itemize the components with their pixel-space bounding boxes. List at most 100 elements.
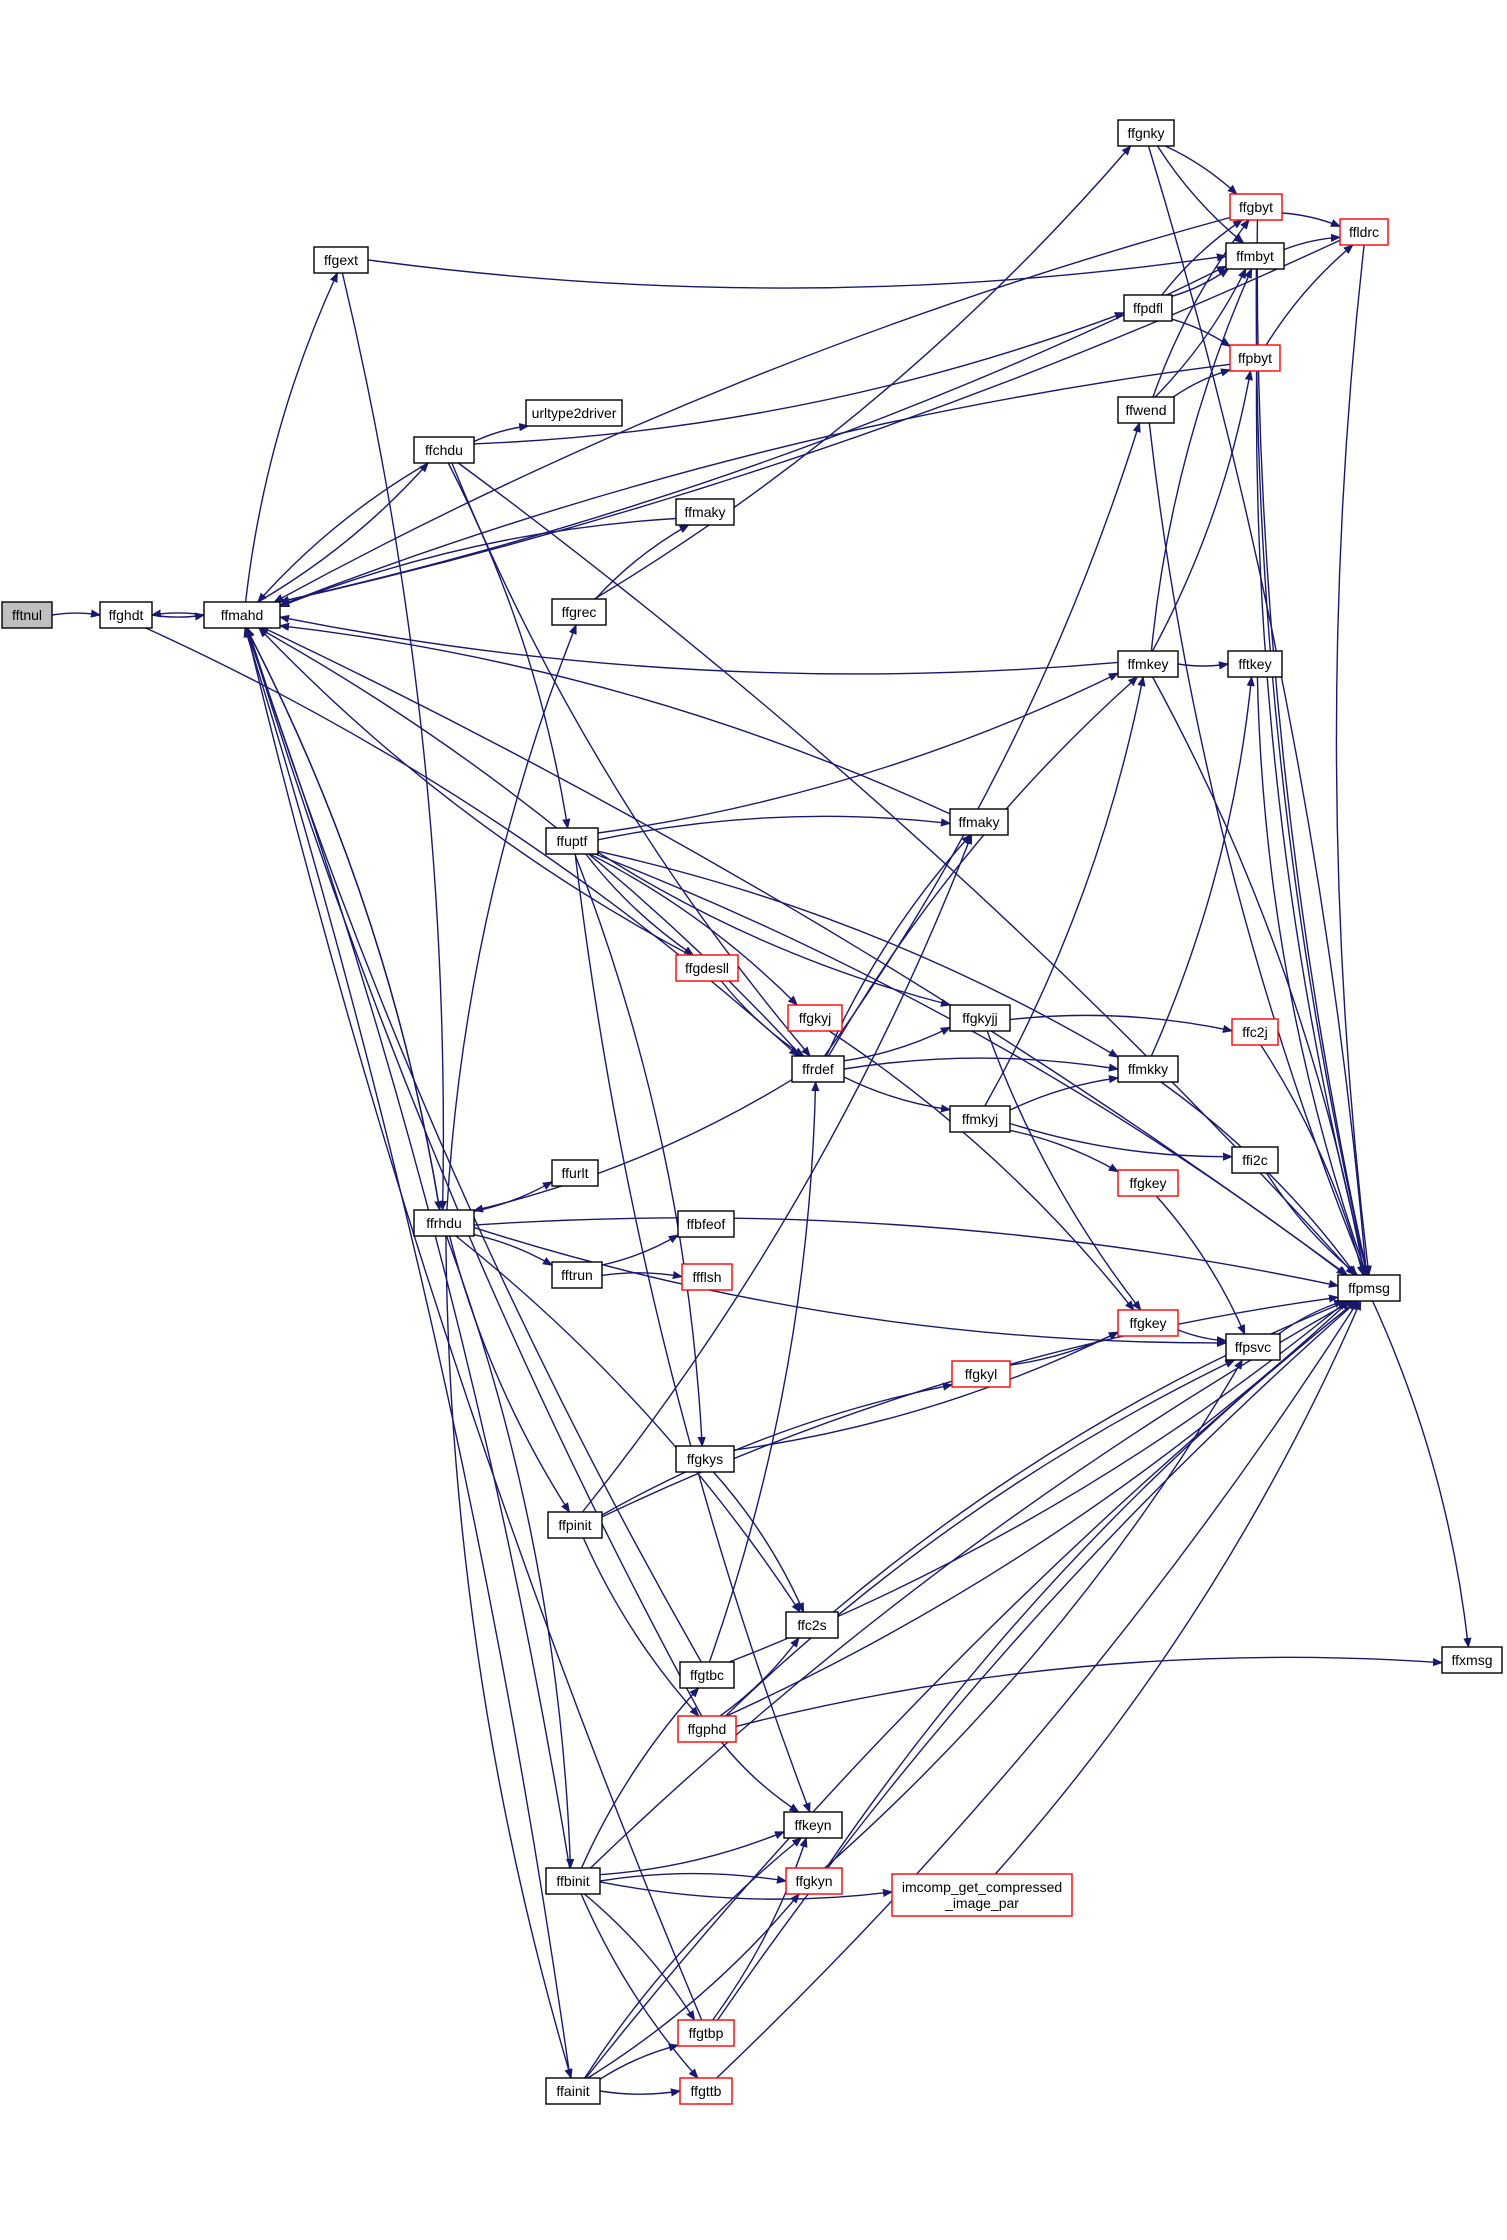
node-ffmkey[interactable]: ffmkey — [1117, 650, 1179, 678]
node-ffchdu[interactable]: ffchdu — [413, 436, 475, 464]
node-ffkeyn[interactable]: ffkeyn — [783, 1811, 843, 1839]
node-box — [675, 954, 739, 982]
node-fftrun[interactable]: fftrun — [551, 1261, 603, 1289]
node-fftnul[interactable]: fftnul — [1, 601, 53, 629]
node-label: ffpinit — [558, 1517, 591, 1533]
edge-ffuptf-to-ffgkyj — [589, 853, 797, 1005]
node-ffrhdu[interactable]: ffrhdu — [413, 1209, 475, 1237]
node-ffgbyt[interactable]: ffgbyt — [1229, 193, 1283, 221]
node-label: ffgttb — [691, 2083, 722, 2099]
node-ffpmsg[interactable]: ffpmsg — [1337, 1274, 1401, 1302]
edge-ffgtbc-to-ffrdef — [708, 1082, 815, 1663]
node-ffmaky2[interactable]: ffmaky — [949, 808, 1009, 836]
node-ffldrc[interactable]: ffldrc — [1339, 218, 1389, 246]
node-ffainit[interactable]: ffainit — [545, 2077, 601, 2105]
node-ffgphd[interactable]: ffgphd — [677, 1715, 737, 1743]
edge-ffbinit-to-ffgtbp — [583, 1893, 694, 2020]
node-label: ffmkyj — [962, 1111, 998, 1127]
node-ffgnky[interactable]: ffgnky — [1117, 119, 1175, 147]
node-ffpdfl[interactable]: ffpdfl — [1123, 294, 1173, 322]
edge-ffldrc-to-ffmahd — [280, 239, 1341, 602]
node-ffflsh[interactable]: ffflsh — [681, 1263, 733, 1291]
node-label: ffgnky — [1127, 125, 1164, 141]
node-ffrdef[interactable]: ffrdef — [791, 1055, 845, 1083]
edge-ffgrec-to-ffgnky — [594, 146, 1130, 600]
node-ffgttb[interactable]: ffgttb — [679, 2077, 733, 2105]
node-label: ffgkyl — [965, 1366, 997, 1382]
node-box — [675, 498, 735, 526]
node-ffpinit[interactable]: ffpinit — [547, 1511, 603, 1539]
edge-ffmbyt-to-ffpmsg — [1255, 268, 1367, 1275]
node-ffbinit[interactable]: ffbinit — [545, 1867, 601, 1895]
edge-ffrdef-to-ffrhdu — [474, 1079, 793, 1211]
node-ffgkyjj[interactable]: ffgkyjj — [949, 1004, 1011, 1032]
edge-ffainit-to-ffgkyn — [587, 1894, 799, 2079]
node-ffc2j[interactable]: ffc2j — [1231, 1018, 1279, 1046]
node-box — [677, 1715, 737, 1743]
node-box — [1231, 1146, 1279, 1174]
node-ffgtbc[interactable]: ffgtbc — [679, 1661, 735, 1689]
node-label: ffgdesll — [685, 960, 729, 976]
node-ffxmsg[interactable]: ffxmsg — [1441, 1646, 1503, 1674]
edge-ffpbyt-to-ffmahd — [280, 363, 1231, 607]
node-ffmahd[interactable]: ffmahd — [203, 601, 281, 629]
node-ffurlt[interactable]: ffurlt — [551, 1159, 599, 1187]
node-ffpbyt[interactable]: ffpbyt — [1229, 344, 1281, 372]
edge-ffrdef-to-ffmkky — [843, 1057, 1118, 1069]
node-ffgkey1[interactable]: ffgkey — [1117, 1169, 1179, 1197]
node-ffgkyj[interactable]: ffgkyj — [787, 1004, 843, 1032]
node-ffc2s[interactable]: ffc2s — [785, 1611, 839, 1639]
node-box — [99, 601, 153, 629]
node-label: ffpsvc — [1235, 1339, 1271, 1355]
node-ffi2c[interactable]: ffi2c — [1231, 1146, 1279, 1174]
node-ffghdt[interactable]: ffghdt — [99, 601, 153, 629]
node-ffuptf[interactable]: ffuptf — [545, 827, 599, 855]
node-ffmbyt[interactable]: ffmbyt — [1225, 242, 1285, 270]
node-ffgdesll[interactable]: ffgdesll — [675, 954, 739, 982]
node-fftkey[interactable]: fftkey — [1227, 650, 1283, 678]
edge-ffgkyl-to-ffgkey2 — [1009, 1331, 1118, 1366]
node-ffpsvc[interactable]: ffpsvc — [1225, 1333, 1281, 1361]
node-box — [791, 1055, 845, 1083]
node-label: ffrhdu — [426, 1215, 462, 1231]
edge-ffwend-to-ffpbyt — [1172, 370, 1230, 398]
node-label: ffbinit — [556, 1873, 589, 1889]
node-ffgtbp[interactable]: ffgtbp — [677, 2019, 735, 2047]
node-ffgkyl[interactable]: ffgkyl — [951, 1360, 1011, 1388]
edge-ffmaky1-to-ffmahd — [280, 517, 677, 608]
node-ffgext[interactable]: ffgext — [313, 246, 369, 274]
node-label: ffi2c — [1242, 1152, 1267, 1168]
node-imcomp[interactable]: imcomp_get_compressed_image_par — [891, 1873, 1073, 1917]
node-ffgkys[interactable]: ffgkys — [675, 1445, 735, 1473]
node-label: ffldrc — [1349, 224, 1379, 240]
node-box — [679, 1661, 735, 1689]
node-ffbfeof[interactable]: ffbfeof — [677, 1210, 735, 1238]
edge-ffgtbc-to-ffmahd — [248, 628, 702, 1663]
node-label: ffpbyt — [1238, 350, 1272, 366]
node-ffmkky[interactable]: ffmkky — [1117, 1055, 1179, 1083]
node-urltype2driver[interactable]: urltype2driver — [525, 399, 623, 427]
edge-ffgttb-to-ffpmsg — [716, 1301, 1359, 2079]
node-ffmkyj[interactable]: ffmkyj — [949, 1105, 1011, 1133]
node-ffwend[interactable]: ffwend — [1117, 396, 1175, 424]
node-box — [1117, 119, 1175, 147]
node-label: ffgkys — [687, 1451, 723, 1467]
node-label: ffpmsg — [1348, 1280, 1390, 1296]
node-ffgkey2[interactable]: ffgkey — [1117, 1309, 1179, 1337]
node-layer: fftnul ffghdt ffmahd ffgext ffchdu urltype2dr… — [1, 119, 1503, 2105]
edge-fftrun-to-ffflsh — [601, 1273, 682, 1277]
edge-ffuptf-to-ffgkys — [574, 853, 702, 1446]
node-ffgkyn[interactable]: ffgkyn — [785, 1867, 843, 1895]
edge-ffmahd-to-ffmbyt — [278, 265, 1226, 603]
edge-fftnul-to-ffghdt — [51, 613, 100, 615]
node-ffgrec[interactable]: ffgrec — [551, 598, 607, 626]
node-ffmaky1[interactable]: ffmaky — [675, 498, 735, 526]
node-box — [1117, 650, 1179, 678]
node-label: ffgext — [324, 252, 358, 268]
edge-ffainit-to-ffpmsg — [585, 1301, 1356, 2079]
node-label: fftrun — [561, 1267, 593, 1283]
edge-ffbinit-to-ffgtbc — [580, 1688, 699, 1869]
edge-ffgkyn-to-ffpsvc — [824, 1360, 1243, 1869]
node-box — [545, 2077, 601, 2105]
edge-ffainit-to-ffkeyn — [584, 1838, 802, 2079]
